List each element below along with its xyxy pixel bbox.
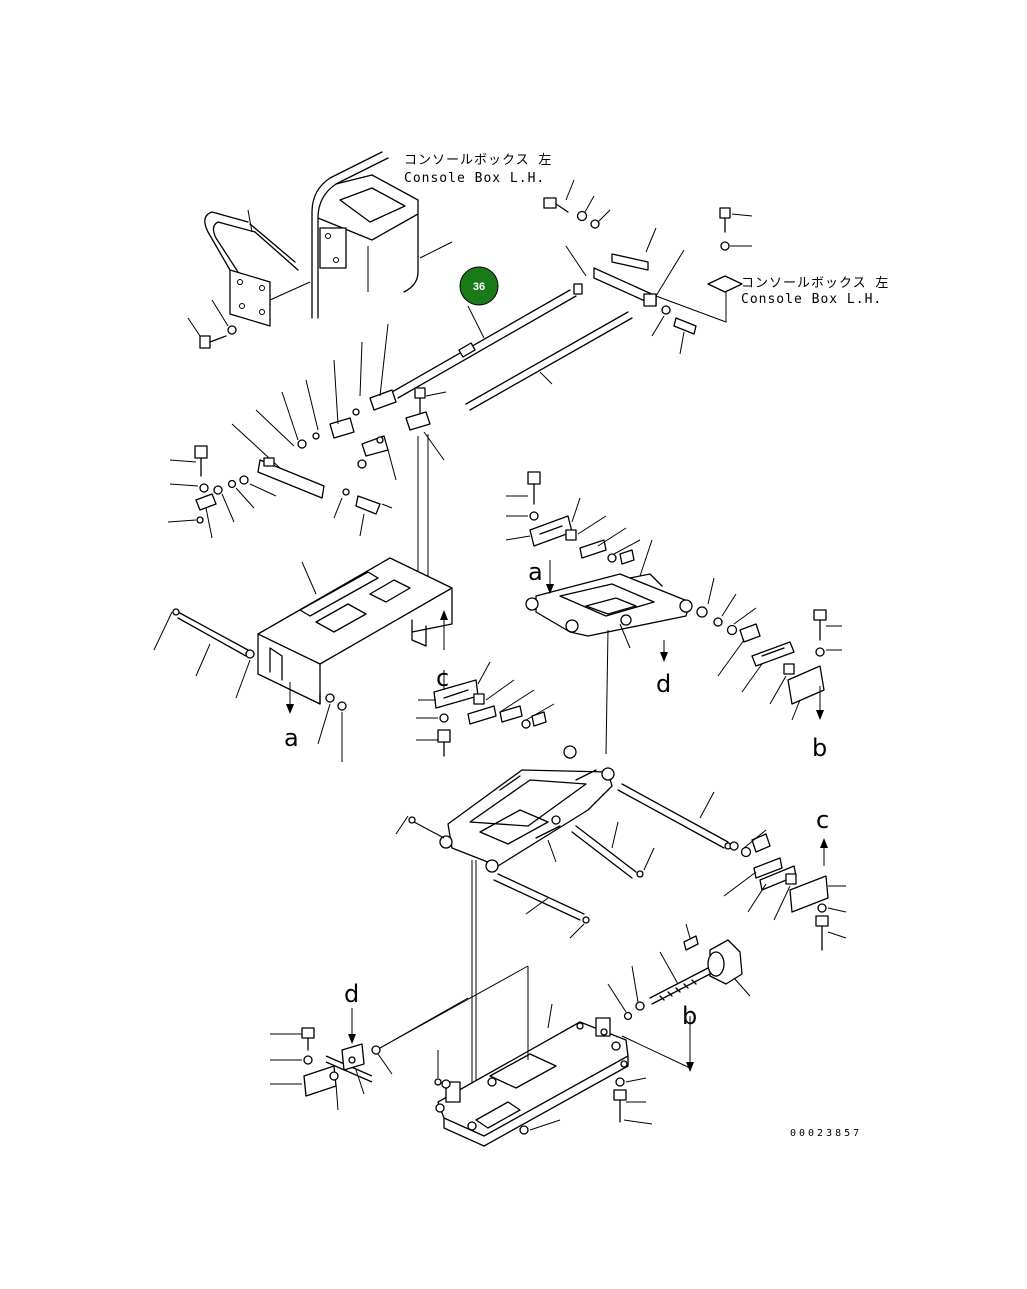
callout-number: 36 bbox=[473, 281, 485, 293]
arm-assembly-lower bbox=[439, 745, 615, 1094]
bolt-handle bbox=[187, 299, 237, 349]
arrow-letter-d2: d bbox=[344, 980, 359, 1008]
clamp-set-bottom-left bbox=[270, 1008, 393, 1111]
callout-badge-36[interactable]: 36 bbox=[459, 266, 499, 306]
clamp-set-right-upper bbox=[696, 577, 842, 721]
rods bbox=[391, 245, 633, 411]
arrow-letter-d1: d bbox=[656, 670, 671, 698]
bolt-console-right bbox=[707, 207, 753, 293]
bracket-plate-middle bbox=[257, 557, 453, 714]
base-plate-bottom bbox=[379, 965, 694, 1147]
arrow-letter-c2: c bbox=[816, 806, 829, 834]
armrest-handle bbox=[204, 209, 311, 327]
clamp-set-lower-right bbox=[723, 829, 847, 951]
bolt-set-upper-right bbox=[543, 179, 727, 355]
arrow-letter-a1: a bbox=[528, 558, 543, 586]
pin-long-left bbox=[153, 608, 347, 762]
console-box-label-jp-right: コンソールボックス 左 bbox=[741, 276, 889, 291]
console-box-label-jp-top: コンソールボックス 左 bbox=[404, 153, 552, 168]
console-box-lh bbox=[311, 151, 453, 319]
lever-linkage-left bbox=[167, 445, 393, 539]
arrow-letter-b1: b bbox=[812, 734, 827, 762]
console-box-label-en-top: Console Box L.H. bbox=[404, 171, 545, 186]
arm-assembly-upper bbox=[525, 539, 693, 755]
arrow-letter-a2: a bbox=[284, 724, 299, 752]
clamp-set-upper-right bbox=[505, 471, 641, 565]
console-box-label-en-right: Console Box L.H. bbox=[741, 292, 882, 307]
arrow-letter-b2: b bbox=[682, 1002, 697, 1030]
clamp-set-middle-c bbox=[416, 661, 555, 757]
clip-holders-upper bbox=[231, 323, 447, 481]
pins-lower bbox=[395, 783, 732, 939]
arrow-letter-c1: c bbox=[436, 664, 449, 692]
adjust-knob bbox=[607, 923, 751, 1021]
drawing-code: 00023857 bbox=[790, 1128, 862, 1139]
